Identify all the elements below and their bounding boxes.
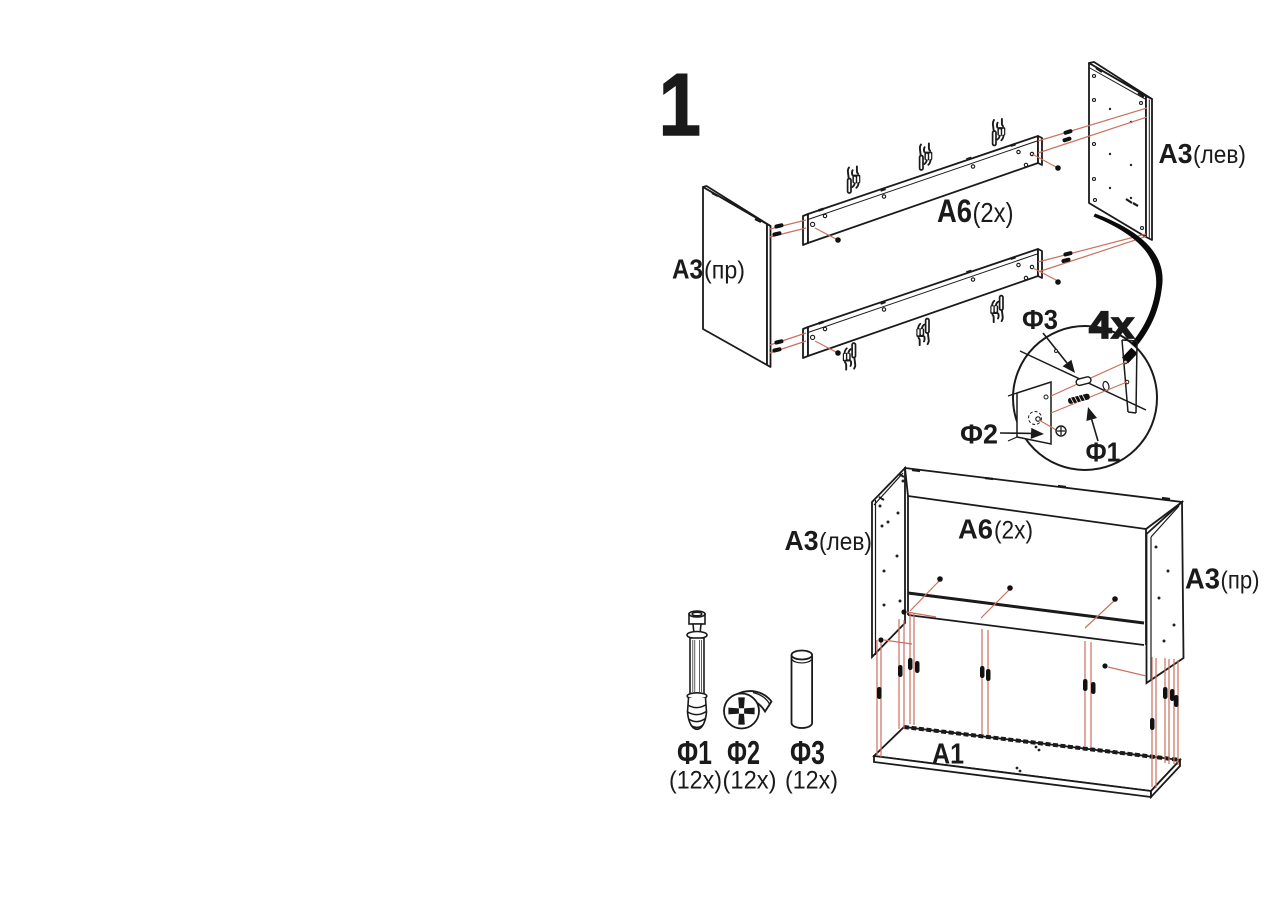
svg-text:1: 1 [659, 57, 701, 155]
svg-text:A3: A3 [1185, 564, 1220, 596]
svg-text:Ф2: Ф2 [960, 419, 998, 450]
svg-text:Ф3: Ф3 [790, 734, 825, 771]
svg-text:(2x): (2x) [973, 197, 1014, 228]
svg-text:A6: A6 [937, 193, 972, 229]
svg-text:(12x): (12x) [723, 767, 777, 795]
svg-text:A3: A3 [672, 254, 703, 285]
svg-text:Ф1: Ф1 [677, 734, 712, 771]
svg-text:Ф2: Ф2 [727, 734, 760, 771]
svg-text:(2x): (2x) [994, 517, 1033, 545]
svg-text:Ф1: Ф1 [1086, 437, 1121, 468]
svg-text:(12x): (12x) [785, 767, 838, 795]
svg-text:(лев): (лев) [819, 528, 872, 556]
svg-text:(пр): (пр) [1221, 567, 1260, 595]
svg-text:A3: A3 [785, 525, 819, 556]
svg-text:A3: A3 [1159, 138, 1193, 169]
svg-text:(лев): (лев) [1193, 141, 1246, 169]
svg-text:Ф3: Ф3 [1022, 304, 1058, 335]
svg-text:(пр): (пр) [704, 257, 745, 285]
svg-text:(12x): (12x) [669, 767, 722, 795]
svg-text:A1: A1 [932, 739, 964, 771]
svg-text:4x: 4x [1089, 305, 1134, 347]
svg-text:A6: A6 [958, 514, 993, 545]
